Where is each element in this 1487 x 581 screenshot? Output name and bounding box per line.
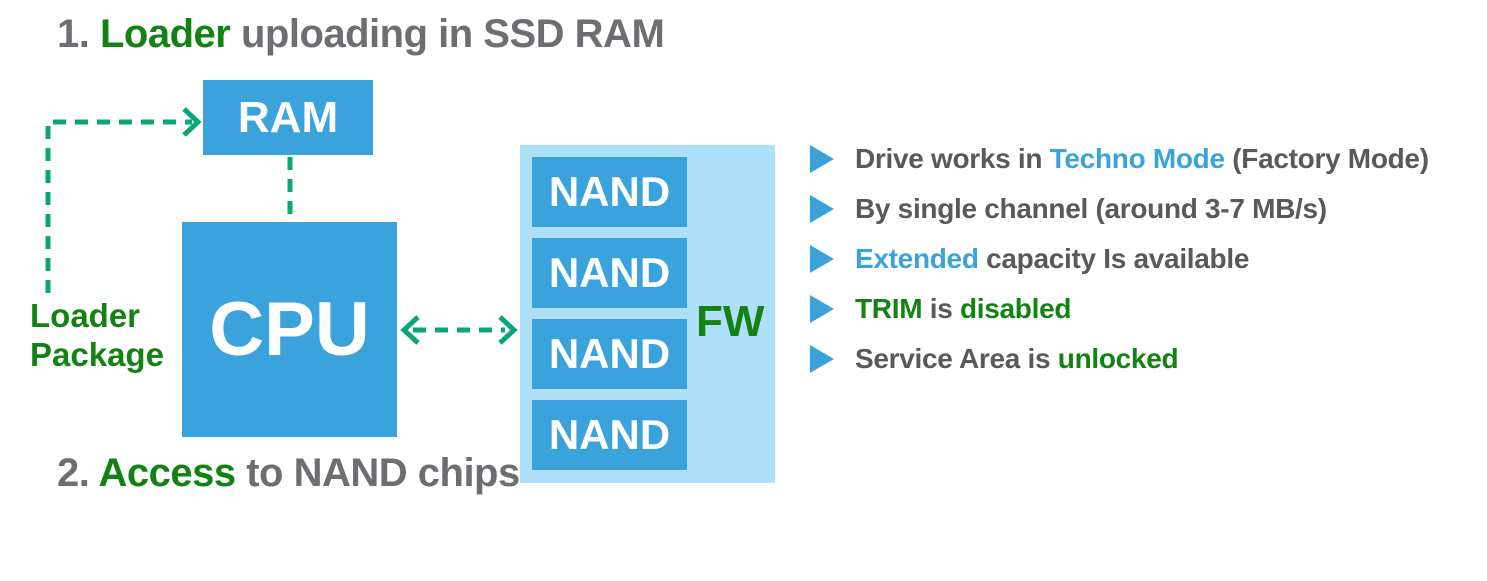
bullet-text-segment: Drive works in [855, 142, 1050, 174]
bullet-text-segment: (Factory Mode) [1224, 142, 1429, 174]
cpu-box: CPU [182, 222, 397, 437]
nand-chip: NAND [532, 157, 687, 227]
fw-label: FW [696, 297, 765, 346]
nand-stack: NAND NAND NAND NAND [532, 157, 687, 470]
bullet-text-segment: disabled [959, 292, 1072, 324]
bullet-text-segment: By single channel (around 3-7 MB/s) [855, 192, 1327, 224]
bullet-text: By single channel (around 3-7 MB/s) [855, 193, 1327, 225]
step1-highlight: Loader [99, 12, 231, 56]
cpu-to-nand-right-arrowhead-icon [498, 315, 518, 345]
bullet-arrow-icon [810, 144, 834, 173]
loader-to-ram-arrow [45, 119, 192, 293]
bullet-text-segment: capacity Is available [978, 242, 1250, 274]
step2-rest: to NAND chips [235, 451, 520, 495]
loader-package-label: Loader Package [30, 297, 164, 375]
bullet-item: Drive works in Techno Mode (Factory Mode… [810, 142, 1429, 175]
step1-number: 1. [57, 12, 100, 56]
bullet-text: TRIM is disabled [855, 293, 1071, 325]
bullet-text-segment: unlocked [1057, 342, 1179, 374]
bullet-item: Extended capacity Is available [810, 242, 1429, 275]
step1-title: 1. Loader uploading in SSD RAM [57, 12, 665, 57]
bullet-item: Service Area is unlocked [810, 342, 1429, 375]
bullet-arrow-icon [810, 194, 834, 223]
bullet-text-segment: TRIM [855, 292, 923, 324]
nand-chip: NAND [532, 400, 687, 470]
bullet-list: Drive works in Techno Mode (Factory Mode… [810, 142, 1429, 375]
loader-package-line1: Loader [30, 297, 141, 334]
nand-chip: NAND [532, 238, 687, 308]
bullet-text-segment: Techno Mode [1049, 142, 1225, 174]
bullet-item: By single channel (around 3-7 MB/s) [810, 192, 1429, 225]
loader-to-ram-arrowhead-icon [182, 107, 202, 137]
ram-box: RAM [203, 80, 373, 155]
cpu-to-nand-left-arrowhead-icon [400, 315, 420, 345]
step2-highlight: Access [98, 451, 237, 495]
step2-title: 2. Access to NAND chips [57, 451, 520, 496]
bullet-text: Service Area is unlocked [855, 342, 1179, 375]
step2-number: 2. [57, 451, 99, 495]
bullet-arrow-icon [810, 344, 834, 373]
bullet-text: Drive works in Techno Mode (Factory Mode… [855, 143, 1429, 175]
bullet-text-segment: is [922, 292, 960, 324]
bullet-text-segment: Extended [855, 242, 979, 274]
bullet-text: Extended capacity Is available [855, 243, 1249, 275]
bullet-arrow-icon [810, 294, 834, 323]
firmware-container: NAND NAND NAND NAND FW [520, 145, 775, 483]
loader-package-line2: Package [30, 335, 164, 373]
step1-rest: uploading in SSD RAM [230, 12, 665, 56]
bullet-item: TRIM is disabled [810, 292, 1429, 325]
nand-chip: NAND [532, 319, 687, 389]
bullet-text-segment: Service Area is [855, 342, 1058, 374]
bullet-arrow-icon [810, 244, 834, 273]
